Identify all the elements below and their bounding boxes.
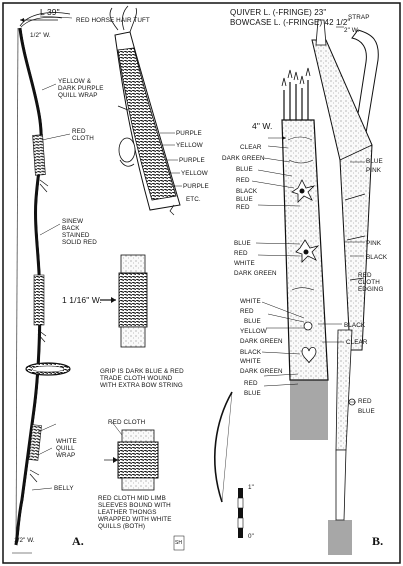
color-dark-green-1: DARK GREEN: [222, 155, 265, 162]
signature-box: [173, 535, 185, 551]
scale-bar: [237, 488, 244, 538]
band-purple-1: PURPLE: [176, 130, 202, 137]
color-red-5: RED: [244, 380, 258, 387]
color-blue-1: BLUE: [236, 166, 253, 173]
color-white-2: WHITE: [240, 298, 261, 305]
bow-drawing: [12, 12, 73, 554]
signature: SH: [175, 540, 183, 546]
right-black: BLACK: [366, 254, 388, 261]
bow-thumbnail: [213, 391, 233, 503]
color-red-2: RED: [236, 204, 250, 211]
band-yellow-2: YELLOW: [181, 170, 208, 177]
right-pink-top: PINK: [366, 167, 382, 174]
color-dark-green-2: DARK GREEN: [234, 270, 277, 277]
strap-label: STRAP: [348, 14, 370, 21]
right-red: RED: [358, 398, 372, 405]
sleeve-detail: [104, 421, 159, 491]
tuft-label: RED HORSE HAIR TUFT: [76, 17, 150, 24]
color-clear: CLEAR: [240, 144, 262, 151]
band-purple-2: PURPLE: [179, 157, 205, 164]
right-blue2: BLUE: [358, 408, 375, 415]
grip-detail: [100, 254, 148, 348]
sinew-back-label: SINEW BACK STAINED SOLID RED: [62, 218, 97, 246]
band-etc: ETC.: [186, 196, 201, 203]
strap-width: 2" W.: [344, 27, 360, 34]
right-black2: BLACK: [344, 322, 366, 329]
right-blue: BLUE: [366, 158, 383, 165]
quiver-drawing: [251, 19, 379, 555]
sleeves-note: RED CLOTH MID LIMB SLEEVES BOUND WITH LE…: [98, 495, 172, 530]
bow-tip-width-top: 1/2" W.: [30, 32, 51, 39]
color-yellow: YELLOW: [240, 328, 267, 335]
band-yellow-1: YELLOW: [176, 142, 203, 149]
color-blue-4: BLUE: [244, 318, 261, 325]
bow-tip-width-bottom: 1/2" W.: [14, 537, 35, 544]
belly-label: BELLY: [54, 485, 74, 492]
grip-note: GRIP IS DARK BLUE & RED TRADE CLOTH WOUN…: [100, 368, 184, 389]
bow-top-length: L 39": [40, 7, 60, 17]
color-blue-2: BLUE: [236, 196, 253, 203]
scale-bottom-label: 0": [248, 533, 254, 540]
color-red-1: RED: [236, 177, 250, 184]
quill-wrap-label: YELLOW & DARK PURPLE QUILL WRAP: [58, 78, 104, 99]
bowcase-length: BOWCASE L. (-FRINGE) 42 1/2": [230, 18, 351, 27]
bow-mid-width: 1 1/16" W.: [62, 295, 102, 305]
color-white-1: WHITE: [234, 260, 255, 267]
band-purple-3: PURPLE: [183, 183, 209, 190]
quiver-top-width: 4" W.: [252, 121, 273, 131]
scale-top-label: 1": [248, 484, 254, 491]
color-blue-5: BLUE: [244, 390, 261, 397]
color-white-3: WHITE: [240, 358, 261, 365]
color-black-1: BLACK: [236, 188, 258, 195]
color-dark-green-3: DARK GREEN: [240, 338, 283, 345]
figure-a-label: A.: [72, 534, 84, 548]
color-blue-3: BLUE: [234, 240, 251, 247]
color-black-2: BLACK: [240, 349, 262, 356]
lower-red-cloth-label: RED CLOTH: [108, 419, 146, 426]
red-edging-label: RED CLOTH EDGING: [358, 272, 384, 293]
red-cloth-label: RED CLOTH: [72, 128, 94, 142]
right-pink: PINK: [366, 240, 382, 247]
color-red-3: RED: [234, 250, 248, 257]
color-dark-green-4: DARK GREEN: [240, 368, 283, 375]
bow-tip-detail: [109, 5, 182, 216]
quiver-length: QUIVER L. (-FRINGE) 23": [230, 8, 327, 17]
right-clear: CLEAR: [346, 339, 368, 346]
white-quill-wrap-label: WHITE QUILL WRAP: [56, 438, 77, 459]
figure-b-label: B.: [372, 534, 384, 548]
color-red-4: RED: [240, 308, 254, 315]
